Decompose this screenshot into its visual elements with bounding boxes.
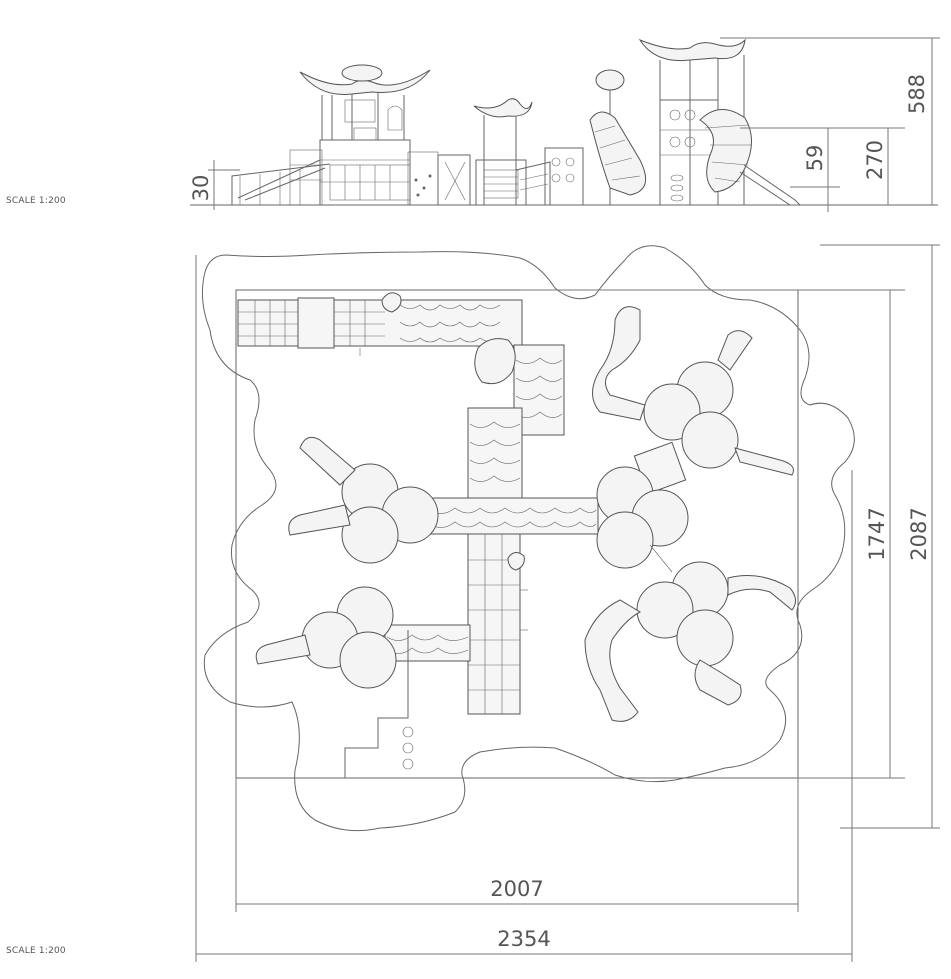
elevation-view: 30 59 270 588: [189, 37, 940, 212]
dim-plan-inner-depth: 1747: [865, 507, 889, 560]
plan-view: 1747 2087 2007 2354: [195, 244, 940, 962]
middle-wing-roof: [473, 98, 533, 118]
scale-label-elevation: SCALE 1:200: [6, 196, 66, 206]
elevation-left-ramp: [231, 149, 331, 206]
elevation-tube-slide-left: [589, 111, 647, 196]
plan-upper-column: [467, 338, 565, 499]
dim-elev-platform-height: 270: [863, 140, 887, 180]
safety-zone-outline: [201, 245, 855, 832]
elevation-right-tower: [589, 38, 801, 206]
scale-label-plan: SCALE 1:200: [6, 946, 66, 956]
left-wing-roof: [299, 69, 431, 96]
plan-pod-cluster-center-right: [596, 466, 689, 569]
dim-plan-outer-depth: 2087: [907, 507, 931, 560]
dim-elev-total-height: 588: [905, 74, 929, 114]
plan-pod-cluster-bottom-right: [584, 544, 796, 722]
plan-dimensions: 1747 2087 2007 2354: [195, 244, 940, 962]
dim-plan-outer-width: 2354: [497, 927, 550, 951]
dim-plan-inner-width: 2007: [490, 877, 543, 901]
elevation-tube-slide-right: [699, 109, 752, 193]
plan-pod-cluster-bottom-left: [255, 586, 397, 689]
dim-elev-step-height: 59: [803, 145, 827, 172]
plan-bottom-fence: [344, 630, 412, 779]
elevation-middle: [437, 98, 584, 206]
plan-top-walkway: [237, 292, 523, 356]
plan-central-walkway: [384, 497, 599, 715]
plan-pod-cluster-left: [288, 436, 439, 564]
equipment-footprint: [235, 289, 799, 779]
elevation-dimensions: 30 59 270 588: [189, 37, 940, 212]
dim-elev-left-height: 30: [189, 175, 213, 202]
plan-pod-cluster-top-right: [592, 306, 794, 495]
elevation-left-tower: [299, 64, 439, 206]
right-wing-roof: [638, 38, 746, 62]
